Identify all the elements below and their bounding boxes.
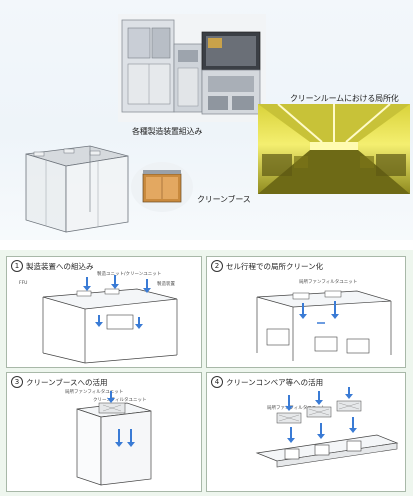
panel-4-note-ffu: 局所ファンフィルタユニット bbox=[267, 406, 326, 411]
panel-4-label: クリーンコンベア等への活用 bbox=[226, 377, 324, 387]
panel-1-title: 1 製造装置への組込み bbox=[11, 260, 94, 272]
panel-3: 3 クリーンブースへの活用 局所ファンフィルタユニット クリーンフィルタユニット bbox=[6, 372, 202, 492]
panel-2-note-ffu: 局所ファンフィルタユニット bbox=[299, 280, 358, 285]
clean-booth-caption: クリーンブース bbox=[197, 195, 251, 204]
panel-2-drawing bbox=[256, 290, 392, 361]
panel-1: 1 製造装置への組込み 製造ユニット/クリーンユニット FFU 製造装置 bbox=[6, 256, 202, 368]
panel-4-drawing bbox=[255, 387, 399, 468]
manufacturing-equipment-photo bbox=[118, 14, 266, 122]
panel-1-note-ffu: FFU bbox=[19, 281, 28, 286]
manufacturing-caption: 各種製造装置組込み bbox=[132, 127, 203, 136]
panel-4-title: 4 クリーンコンベア等への活用 bbox=[211, 376, 323, 388]
clean-room-caption: クリーンルームにおける局所化 bbox=[290, 94, 399, 103]
panel-2-label: セル行程での局所クリーン化 bbox=[226, 261, 324, 271]
photo-section: 各種製造装置組込み クリーンルームにおける局 bbox=[0, 0, 413, 240]
clean-room-photo bbox=[258, 104, 410, 194]
panel-4-number: 4 bbox=[211, 376, 223, 388]
panel-1-drawing bbox=[42, 275, 178, 364]
clean-booth-photo bbox=[20, 140, 132, 238]
panel-3-number: 3 bbox=[11, 376, 23, 388]
panel-2: 2 セル行程での局所クリーン化 局所ファンフィルタユニット bbox=[206, 256, 406, 368]
panel-1-note-equipment: 製造装置 bbox=[157, 282, 175, 287]
panel-2-title: 2 セル行程での局所クリーン化 bbox=[211, 260, 323, 272]
panel-3-note-cfu: クリーンフィルタユニット bbox=[93, 398, 147, 403]
diagram-section: 1 製造装置への組込み 製造ユニット/クリーンユニット FFU 製造装置 2 bbox=[0, 250, 413, 496]
panel-3-note-ffu: 局所ファンフィルタユニット bbox=[65, 390, 124, 395]
panel-4: 4 クリーンコンベア等への活用 局所ファンフィルタユニット bbox=[206, 372, 406, 492]
panel-3-label: クリーンブースへの活用 bbox=[26, 377, 108, 387]
panel-1-number: 1 bbox=[11, 260, 23, 272]
panel-2-number: 2 bbox=[211, 260, 223, 272]
clean-booth-small-photo bbox=[131, 162, 193, 212]
panel-3-title: 3 クリーンブースへの活用 bbox=[11, 376, 108, 388]
panel-3-drawing bbox=[76, 391, 152, 486]
panel-1-label: 製造装置への組込み bbox=[26, 261, 94, 271]
panel-1-note-unit: 製造ユニット/クリーンユニット bbox=[97, 272, 162, 277]
